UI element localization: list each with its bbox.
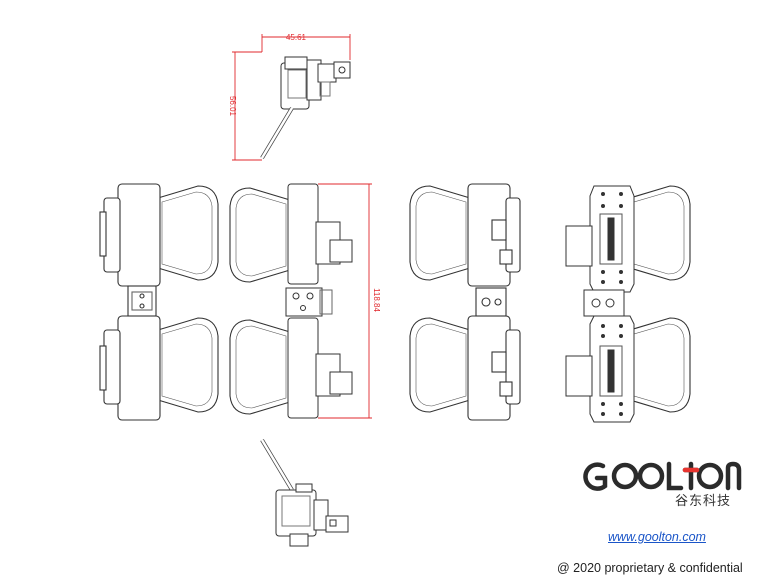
- side-view-bottom: [260, 438, 349, 547]
- span-dimension-label: 118.84: [372, 288, 381, 312]
- rear-view: [565, 185, 691, 423]
- height-dimension-label: 56.01: [228, 96, 237, 117]
- width-dimension-label: 45.61: [286, 33, 307, 42]
- goolton-logo: [583, 461, 742, 491]
- copyright-text: @ 2020 proprietary & confidential: [557, 561, 743, 575]
- back-view: [409, 183, 521, 421]
- side-view-left: [229, 183, 353, 419]
- front-view: [99, 183, 219, 421]
- dimension-span: [318, 183, 372, 419]
- website-link[interactable]: www.goolton.com: [608, 530, 706, 544]
- side-view-top: [260, 56, 351, 160]
- dimension-top: [232, 34, 351, 161]
- chinese-company-name: 谷东科技: [675, 494, 732, 509]
